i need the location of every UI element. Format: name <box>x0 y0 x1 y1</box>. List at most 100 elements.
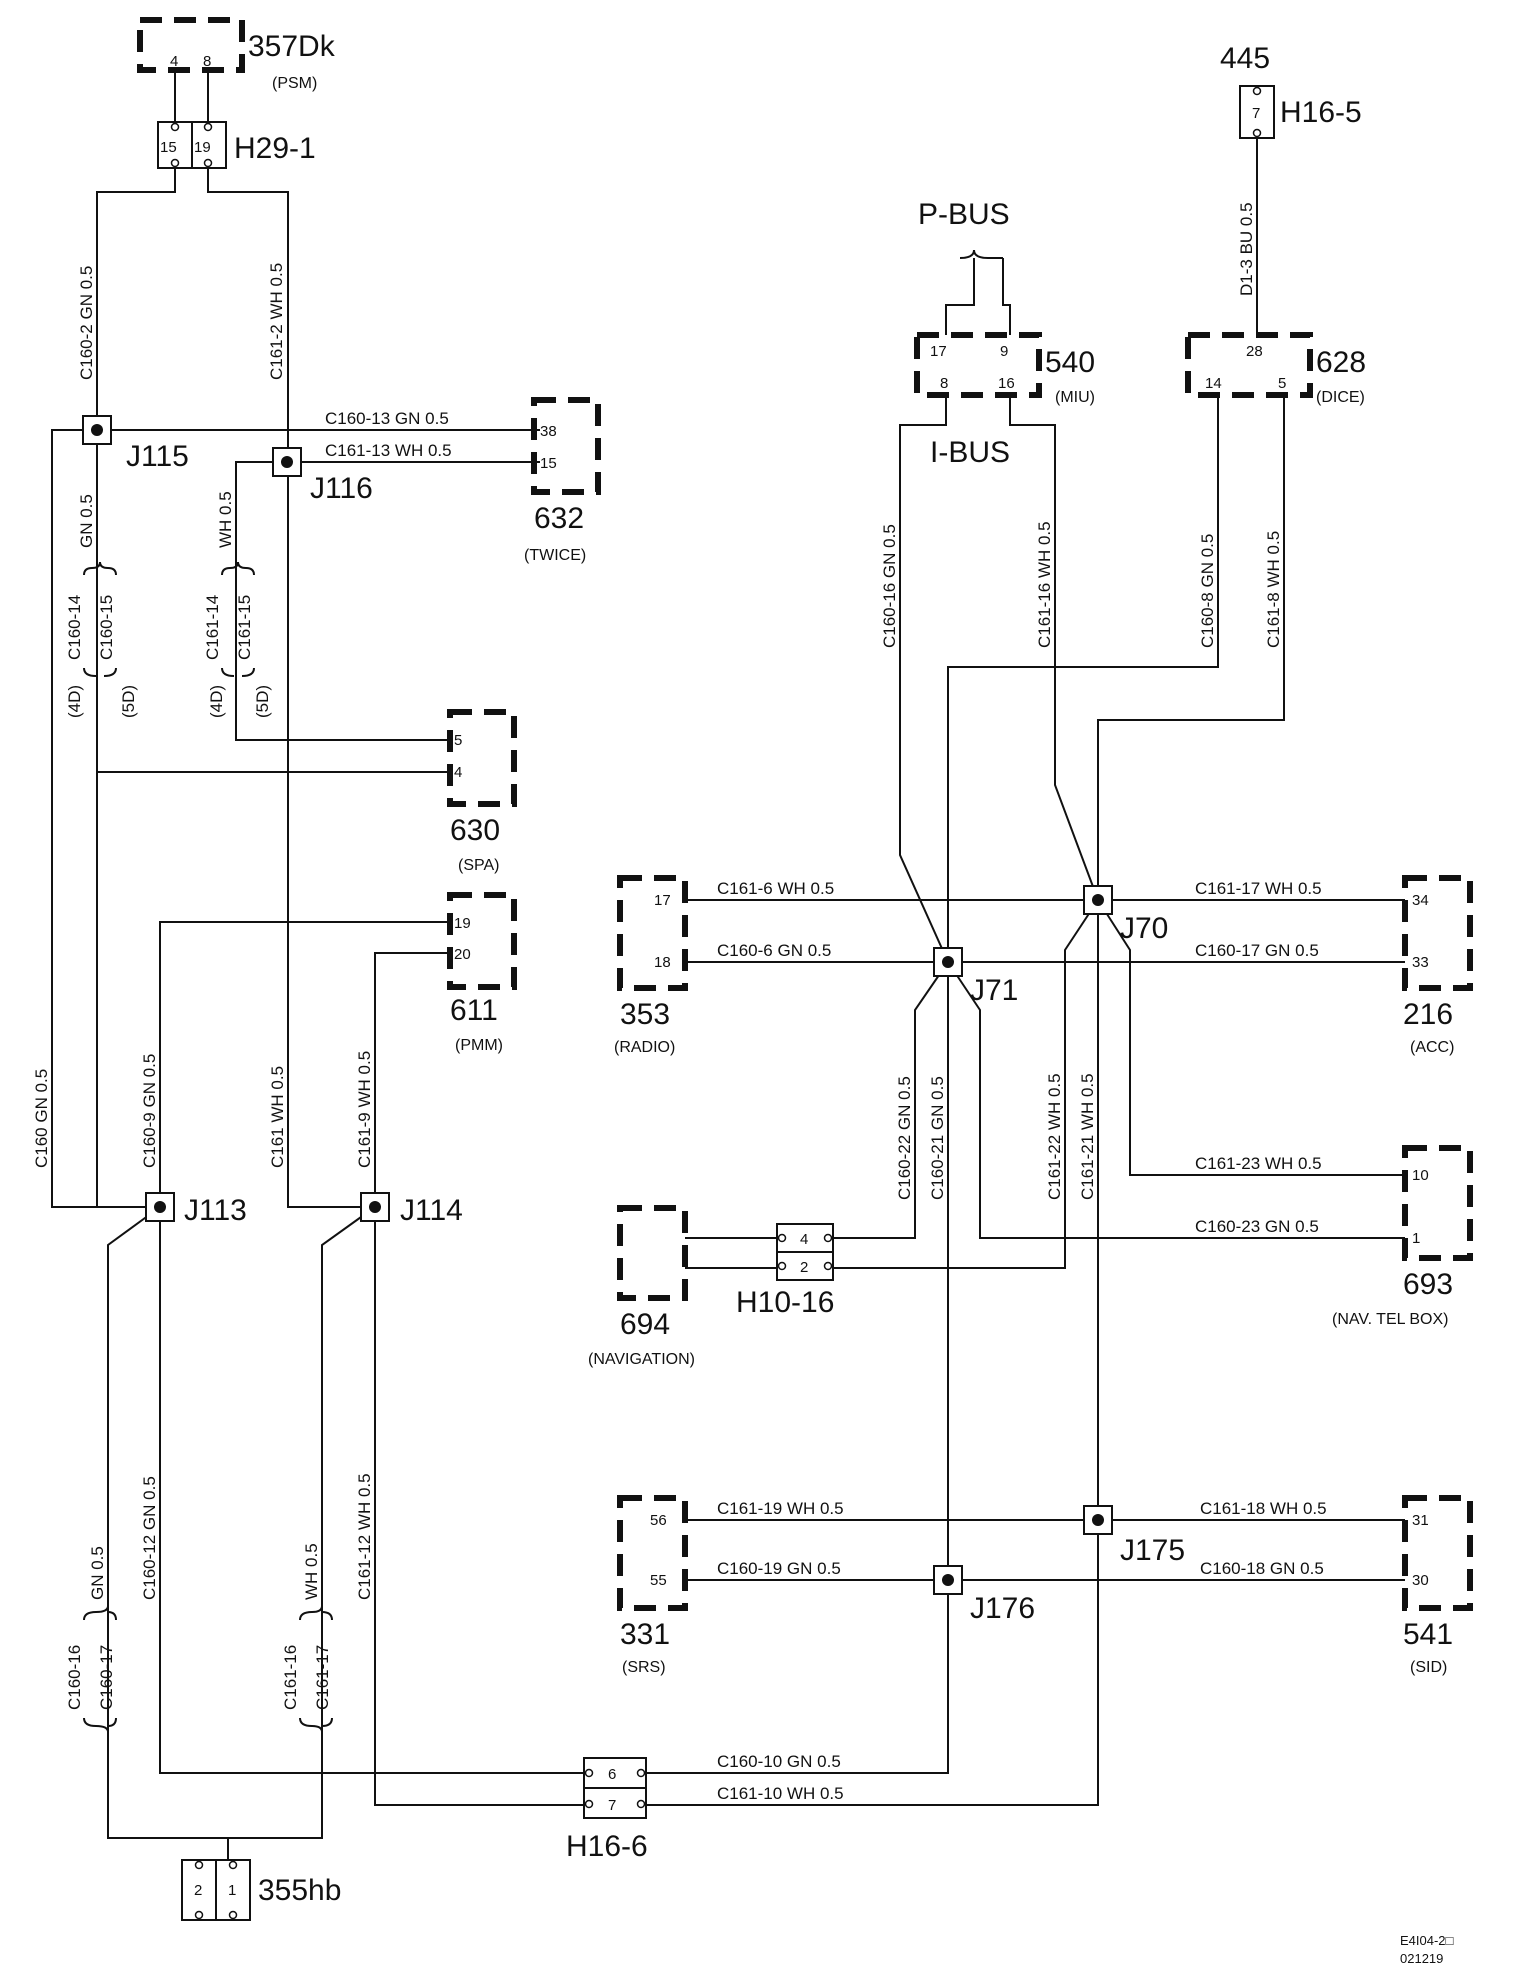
j71-label: J71 <box>970 974 1018 1007</box>
c628-pin-14: 14 <box>1205 375 1222 392</box>
c611-pin-19: 19 <box>454 915 471 932</box>
wire-c161-23: C161-23 WH 0.5 <box>1195 1154 1322 1173</box>
c693-pin-1: 1 <box>1412 1230 1420 1247</box>
wire-c160-18: C160-18 GN 0.5 <box>1200 1559 1324 1578</box>
h165-label: H16-5 <box>1280 96 1362 129</box>
junction-j175 <box>1083 1505 1113 1535</box>
junction-j115 <box>82 415 112 445</box>
c694-name: (NAVIGATION) <box>588 1351 695 1368</box>
h1016-pin-2: 2 <box>800 1259 808 1276</box>
c331-pin-55: 55 <box>650 1572 667 1589</box>
wire-5d-left: (5D) <box>119 685 138 718</box>
wire-c160-17-left: C160-17 <box>97 1645 116 1710</box>
wire-c161-2: C161-2 WH 0.5 <box>267 263 286 380</box>
wire-c160-19: C160-19 GN 0.5 <box>717 1559 841 1578</box>
junction-j116 <box>272 447 302 477</box>
c353-name: (RADIO) <box>614 1039 675 1056</box>
h29-label: H29-1 <box>234 132 316 165</box>
c628-name: (DICE) <box>1316 389 1365 406</box>
c216-pin-34: 34 <box>1412 892 1429 909</box>
wire-c160: C160 GN 0.5 <box>32 1069 51 1168</box>
wire-c160-2: C160-2 GN 0.5 <box>77 266 96 380</box>
c630-name: (SPA) <box>458 857 499 874</box>
wire-c160-13: C160-13 GN 0.5 <box>325 409 449 428</box>
wire-c160-17: C160-17 GN 0.5 <box>1195 941 1319 960</box>
j115-label: J115 <box>126 440 189 473</box>
wire-5d-right: (5D) <box>253 685 272 718</box>
c630-number: 630 <box>450 814 500 847</box>
c540-pin-8: 8 <box>940 375 948 392</box>
c216-pin-33: 33 <box>1412 954 1429 971</box>
c357-name: (PSM) <box>272 75 317 92</box>
connector-labels: H29-1 15 19 H16-5 H10-16 4 2 H16-6 6 7 P… <box>160 96 1362 1863</box>
h166-label: H16-6 <box>566 1830 648 1863</box>
j113-label: J113 <box>184 1194 247 1227</box>
wire-c160-9: C160-9 GN 0.5 <box>140 1054 159 1168</box>
c693-pin-10: 10 <box>1412 1167 1429 1184</box>
junction-j176 <box>933 1565 963 1595</box>
c541-number: 541 <box>1403 1618 1453 1651</box>
inline-connectors <box>157 85 1275 1921</box>
junction-j113 <box>145 1192 175 1222</box>
h1016-pin-4: 4 <box>800 1231 808 1248</box>
wire-c161-21: C161-21 WH 0.5 <box>1078 1073 1097 1200</box>
c331-name: (SRS) <box>622 1659 666 1676</box>
j114-label: J114 <box>400 1194 463 1227</box>
j116-label: J116 <box>310 472 373 505</box>
wire-c161-9: C161-9 WH 0.5 <box>355 1051 374 1168</box>
wire-c160-16: C160-16 GN 0.5 <box>880 524 899 648</box>
c540-pin-16: 16 <box>998 375 1015 392</box>
component-boxes <box>137 17 1473 1611</box>
c611-number: 611 <box>450 994 498 1027</box>
wire-c160-6: C160-6 GN 0.5 <box>717 941 831 960</box>
h166-pin-7: 7 <box>608 1797 616 1814</box>
wire-c161-15: C161-15 <box>235 595 254 660</box>
wire-labels-vertical: C160-2 GN 0.5 C161-2 WH 0.5 GN 0.5 WH 0.… <box>32 202 1283 1710</box>
j70-label: J70 <box>1120 912 1168 945</box>
wire-c161-22: C161-22 WH 0.5 <box>1045 1073 1064 1200</box>
c445-number: 445 <box>1220 42 1270 75</box>
wire-gn-j113: GN 0.5 <box>88 1546 107 1600</box>
c628-pin-28: 28 <box>1246 343 1263 360</box>
c632-pin-15: 15 <box>540 455 557 472</box>
c540-pin-17: 17 <box>930 343 947 360</box>
wire-c160-22: C160-22 GN 0.5 <box>895 1076 914 1200</box>
wire-c160-16-left: C160-16 <box>65 1645 84 1710</box>
c630-pin-4: 4 <box>454 764 462 781</box>
junction-j71 <box>933 947 963 977</box>
p-bus-label: P-BUS <box>918 198 1010 231</box>
wire-c160-10: C160-10 GN 0.5 <box>717 1752 841 1771</box>
wire-wh-j116: WH 0.5 <box>216 491 235 548</box>
c331-pin-56: 56 <box>650 1512 667 1529</box>
h29-pin-19: 19 <box>194 139 211 156</box>
wire-c161-18: C161-18 WH 0.5 <box>1200 1499 1327 1518</box>
wire-wh-j114: WH 0.5 <box>302 1543 321 1600</box>
wire-c160-14: C160-14 <box>65 595 84 660</box>
c357-number: 357Dk <box>248 30 336 63</box>
junction-j114 <box>360 1192 390 1222</box>
c693-name: (NAV. TEL BOX) <box>1332 1311 1448 1328</box>
wire-c161-10: C161-10 WH 0.5 <box>717 1784 844 1803</box>
h1016-label: H10-16 <box>736 1286 834 1319</box>
c541-pin-30: 30 <box>1412 1572 1429 1589</box>
c355-number: 355hb <box>258 1874 341 1907</box>
connector-pins <box>170 86 1262 1920</box>
c355-pin-2: 2 <box>194 1882 202 1899</box>
wire-c161-17-left: C161-17 <box>313 1645 332 1710</box>
c540-number: 540 <box>1045 346 1095 379</box>
c541-name: (SID) <box>1410 1659 1447 1676</box>
c353-number: 353 <box>620 998 670 1031</box>
wire-c161-16: C161-16 WH 0.5 <box>1035 521 1054 648</box>
junction-j70 <box>1083 885 1113 915</box>
wire-c160-12: C160-12 GN 0.5 <box>140 1476 159 1600</box>
h29-pin-15: 15 <box>160 139 177 156</box>
c331-number: 331 <box>620 1618 670 1651</box>
c632-pin-38: 38 <box>540 423 557 440</box>
c611-name: (PMM) <box>455 1037 503 1054</box>
wire-gn-j115: GN 0.5 <box>77 494 96 548</box>
wire-c161-8: C161-8 WH 0.5 <box>1264 531 1283 648</box>
c632-name: (TWICE) <box>524 547 586 564</box>
c540-name: (MIU) <box>1055 389 1095 406</box>
wire-c161-12: C161-12 WH 0.5 <box>355 1473 374 1600</box>
drawing-code-1: E4I04-2□ <box>1400 1933 1454 1948</box>
